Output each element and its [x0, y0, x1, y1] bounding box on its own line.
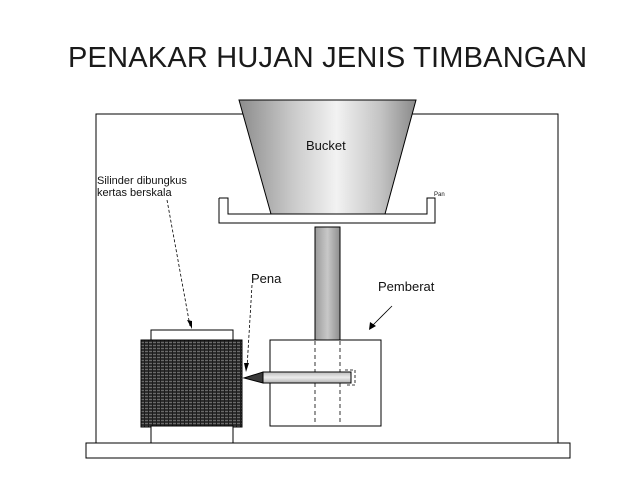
pan-label: Pan	[434, 192, 445, 198]
bucket-label: Bucket	[306, 138, 346, 153]
pen-tip	[242, 371, 264, 384]
slide-title: PENAKAR HUJAN JENIS TIMBANGAN	[68, 42, 588, 74]
pan	[218, 197, 436, 224]
cylinder-top-cap	[150, 329, 234, 342]
recording-cylinder	[140, 339, 243, 428]
base-plate	[85, 442, 571, 459]
weight-leader-arrowhead	[369, 322, 376, 330]
pen-leader-arrowhead	[244, 363, 249, 372]
pen-arm-hidden-outline	[345, 369, 356, 386]
cylinder-leader-line	[166, 199, 191, 327]
cylinder-bottom-cap	[150, 425, 234, 444]
pen-arm	[262, 371, 352, 384]
weight-leader-line	[371, 305, 393, 327]
pen-leader-line	[246, 284, 253, 369]
pen-label: Pena	[251, 271, 282, 286]
bucket	[238, 99, 417, 215]
cylinder-label-line2: kertas berskala	[97, 187, 172, 199]
weighing-shaft	[314, 226, 341, 342]
cylinder-label-line1: Silinder dibungkus	[97, 175, 187, 187]
cylinder-leader-arrowhead	[187, 320, 192, 329]
weight-label: Pemberat	[378, 279, 435, 294]
